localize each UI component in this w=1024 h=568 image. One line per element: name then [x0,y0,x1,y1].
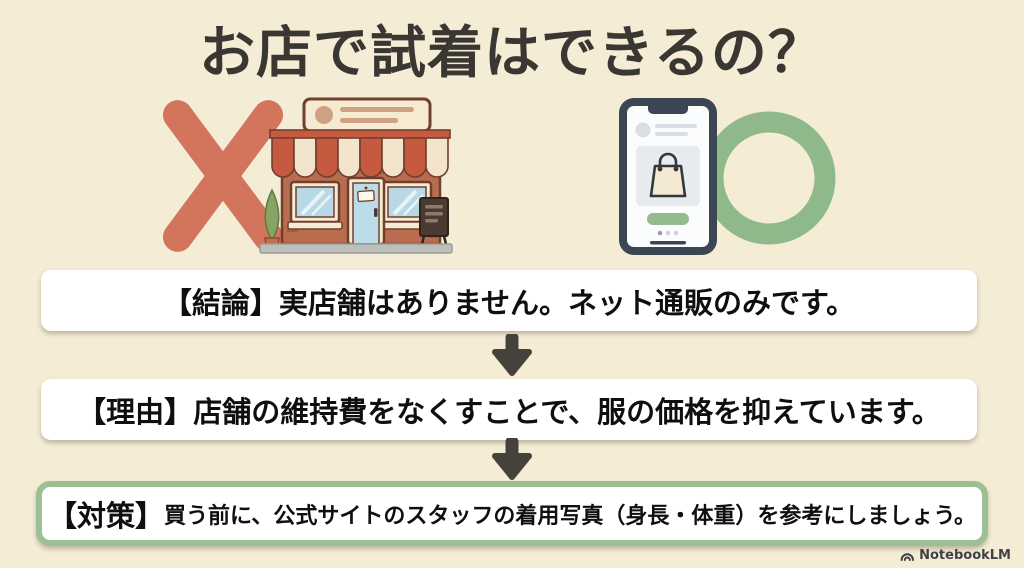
watermark-text: NotebookLM [919,548,1011,563]
smartphone-icon [619,98,717,255]
reason-box: 【理由】 店舗の維持費をなくすことで、服の価格を抑えています。 [41,379,977,440]
down-arrow-icon [492,334,532,376]
reason-text: 店舗の維持費をなくすことで、服の価格を抑えています。 [193,394,941,429]
countermeasure-text: 買う前に、公式サイトのスタッフの着用写真（身長・体重）を参考にしましょう。 [163,503,977,529]
countermeasure-label: 【対策】 [47,498,164,533]
conclusion-label: 【結論】 [162,285,279,320]
conclusion-box: 【結論】 実店舗はありません。ネット通販のみです。 [41,270,977,331]
conclusion-text: 実店舗はありません。ネット通販のみです。 [278,285,856,320]
notebooklm-icon [900,552,915,561]
circle-yes-icon [702,111,836,245]
x-cross-icon [162,100,284,252]
watermark: NotebookLM [900,548,1011,563]
page-title: お店で試着はできるの？ [199,21,825,86]
shopping-bag-icon [649,152,687,198]
storefront-icon [259,97,453,254]
reason-label: 【理由】 [77,394,194,429]
down-arrow-icon [492,438,532,480]
countermeasure-box: 【対策】 買う前に、公式サイトのスタッフの着用写真（身長・体重）を参考にしましょ… [36,481,988,546]
